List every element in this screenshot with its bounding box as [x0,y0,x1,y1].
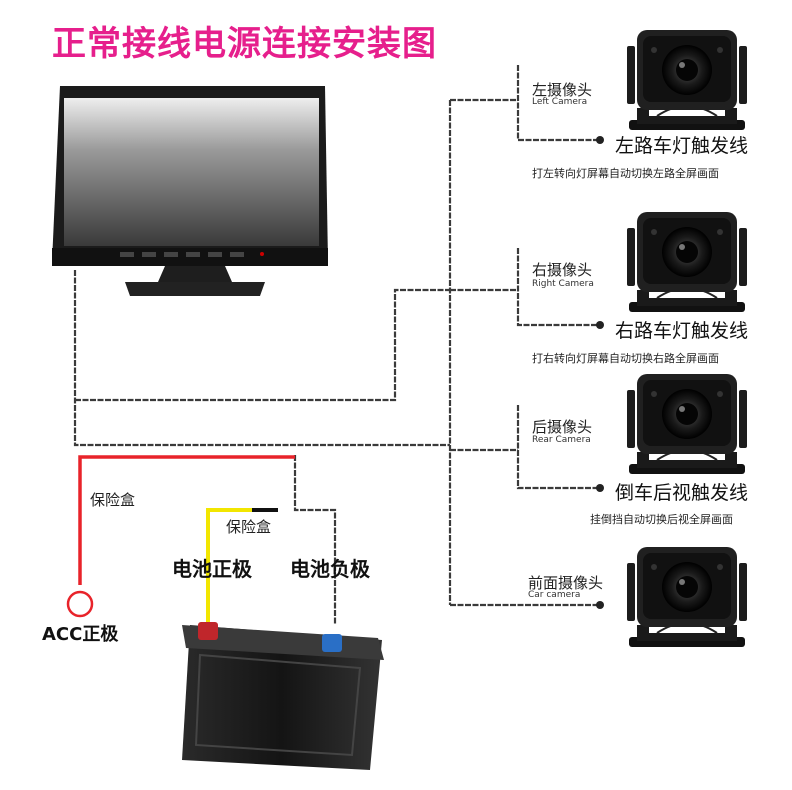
rear-trigger-label: 倒车后视触发线 [615,482,749,504]
front-camera-image [626,546,748,648]
right-camera-en-label: Right Camera [532,279,594,289]
rear-trigger-note: 挂倒挡自动切换后视全屏画面 [590,513,733,526]
front-camera-en-label: Car camera [528,590,581,600]
right-camera-label: 右摄像头 [532,261,593,279]
positive-wire [206,508,252,625]
right-trigger-label: 右路车灯触发线 [615,320,749,342]
monitor [52,86,328,296]
right-trigger-note: 打右转向灯屏幕自动切换右路全屏画面 [532,352,719,365]
left-camera-label: 左摄像头 [532,81,593,99]
battery-negative-label: 电池负极 [290,557,370,581]
video-wires [73,65,600,625]
acc-wire [78,455,295,585]
rear-camera-en-label: Rear Camera [532,435,591,445]
page-title: 正常接线电源连接安装图 [52,24,437,64]
fuse-box-label-battery: 保险盒 [226,518,272,536]
left-trigger-label: 左路车灯触发线 [615,135,749,157]
rear-camera-image [626,373,748,475]
left-camera-image [626,29,748,131]
battery-positive-label: 电池正极 [172,557,252,581]
acc-positive-label: ACC正极 [42,624,119,645]
fuse-box-label-acc: 保险盒 [90,491,136,509]
left-camera-en-label: Left Camera [532,97,588,107]
acc-terminal [66,590,94,618]
left-trigger-note: 打左转向灯屏幕自动切换左路全屏画面 [532,167,719,180]
right-camera-image [626,211,748,313]
front-camera-label: 前面摄像头 [528,574,604,592]
rear-camera-label: 后摄像头 [532,418,593,436]
battery [182,622,384,770]
